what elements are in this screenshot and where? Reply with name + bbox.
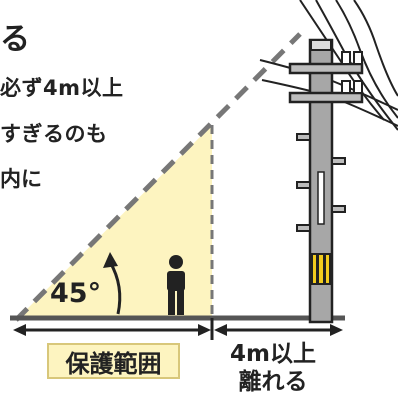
angle-label: 45° (50, 278, 102, 309)
utility-pole-icon (288, 38, 364, 324)
dimension-arrow-icon (13, 324, 343, 336)
protection-zone-label: 保護範囲 (47, 343, 180, 379)
person-icon (167, 255, 185, 315)
heading-fragment: る (0, 22, 30, 57)
rule-text-line3: 内に (0, 167, 42, 191)
rule-text-line1: 必ず4m以上 (0, 76, 124, 100)
angle-diagonal-dashed (14, 32, 302, 322)
distance-label-line2: 離れる (238, 369, 308, 395)
distance-label: 4m以上 離れる (211, 340, 335, 396)
distance-label-line1: 4m以上 (230, 341, 316, 367)
angle-arrow-icon (103, 252, 122, 315)
rule-text-line2: すぎるのも (0, 122, 108, 146)
